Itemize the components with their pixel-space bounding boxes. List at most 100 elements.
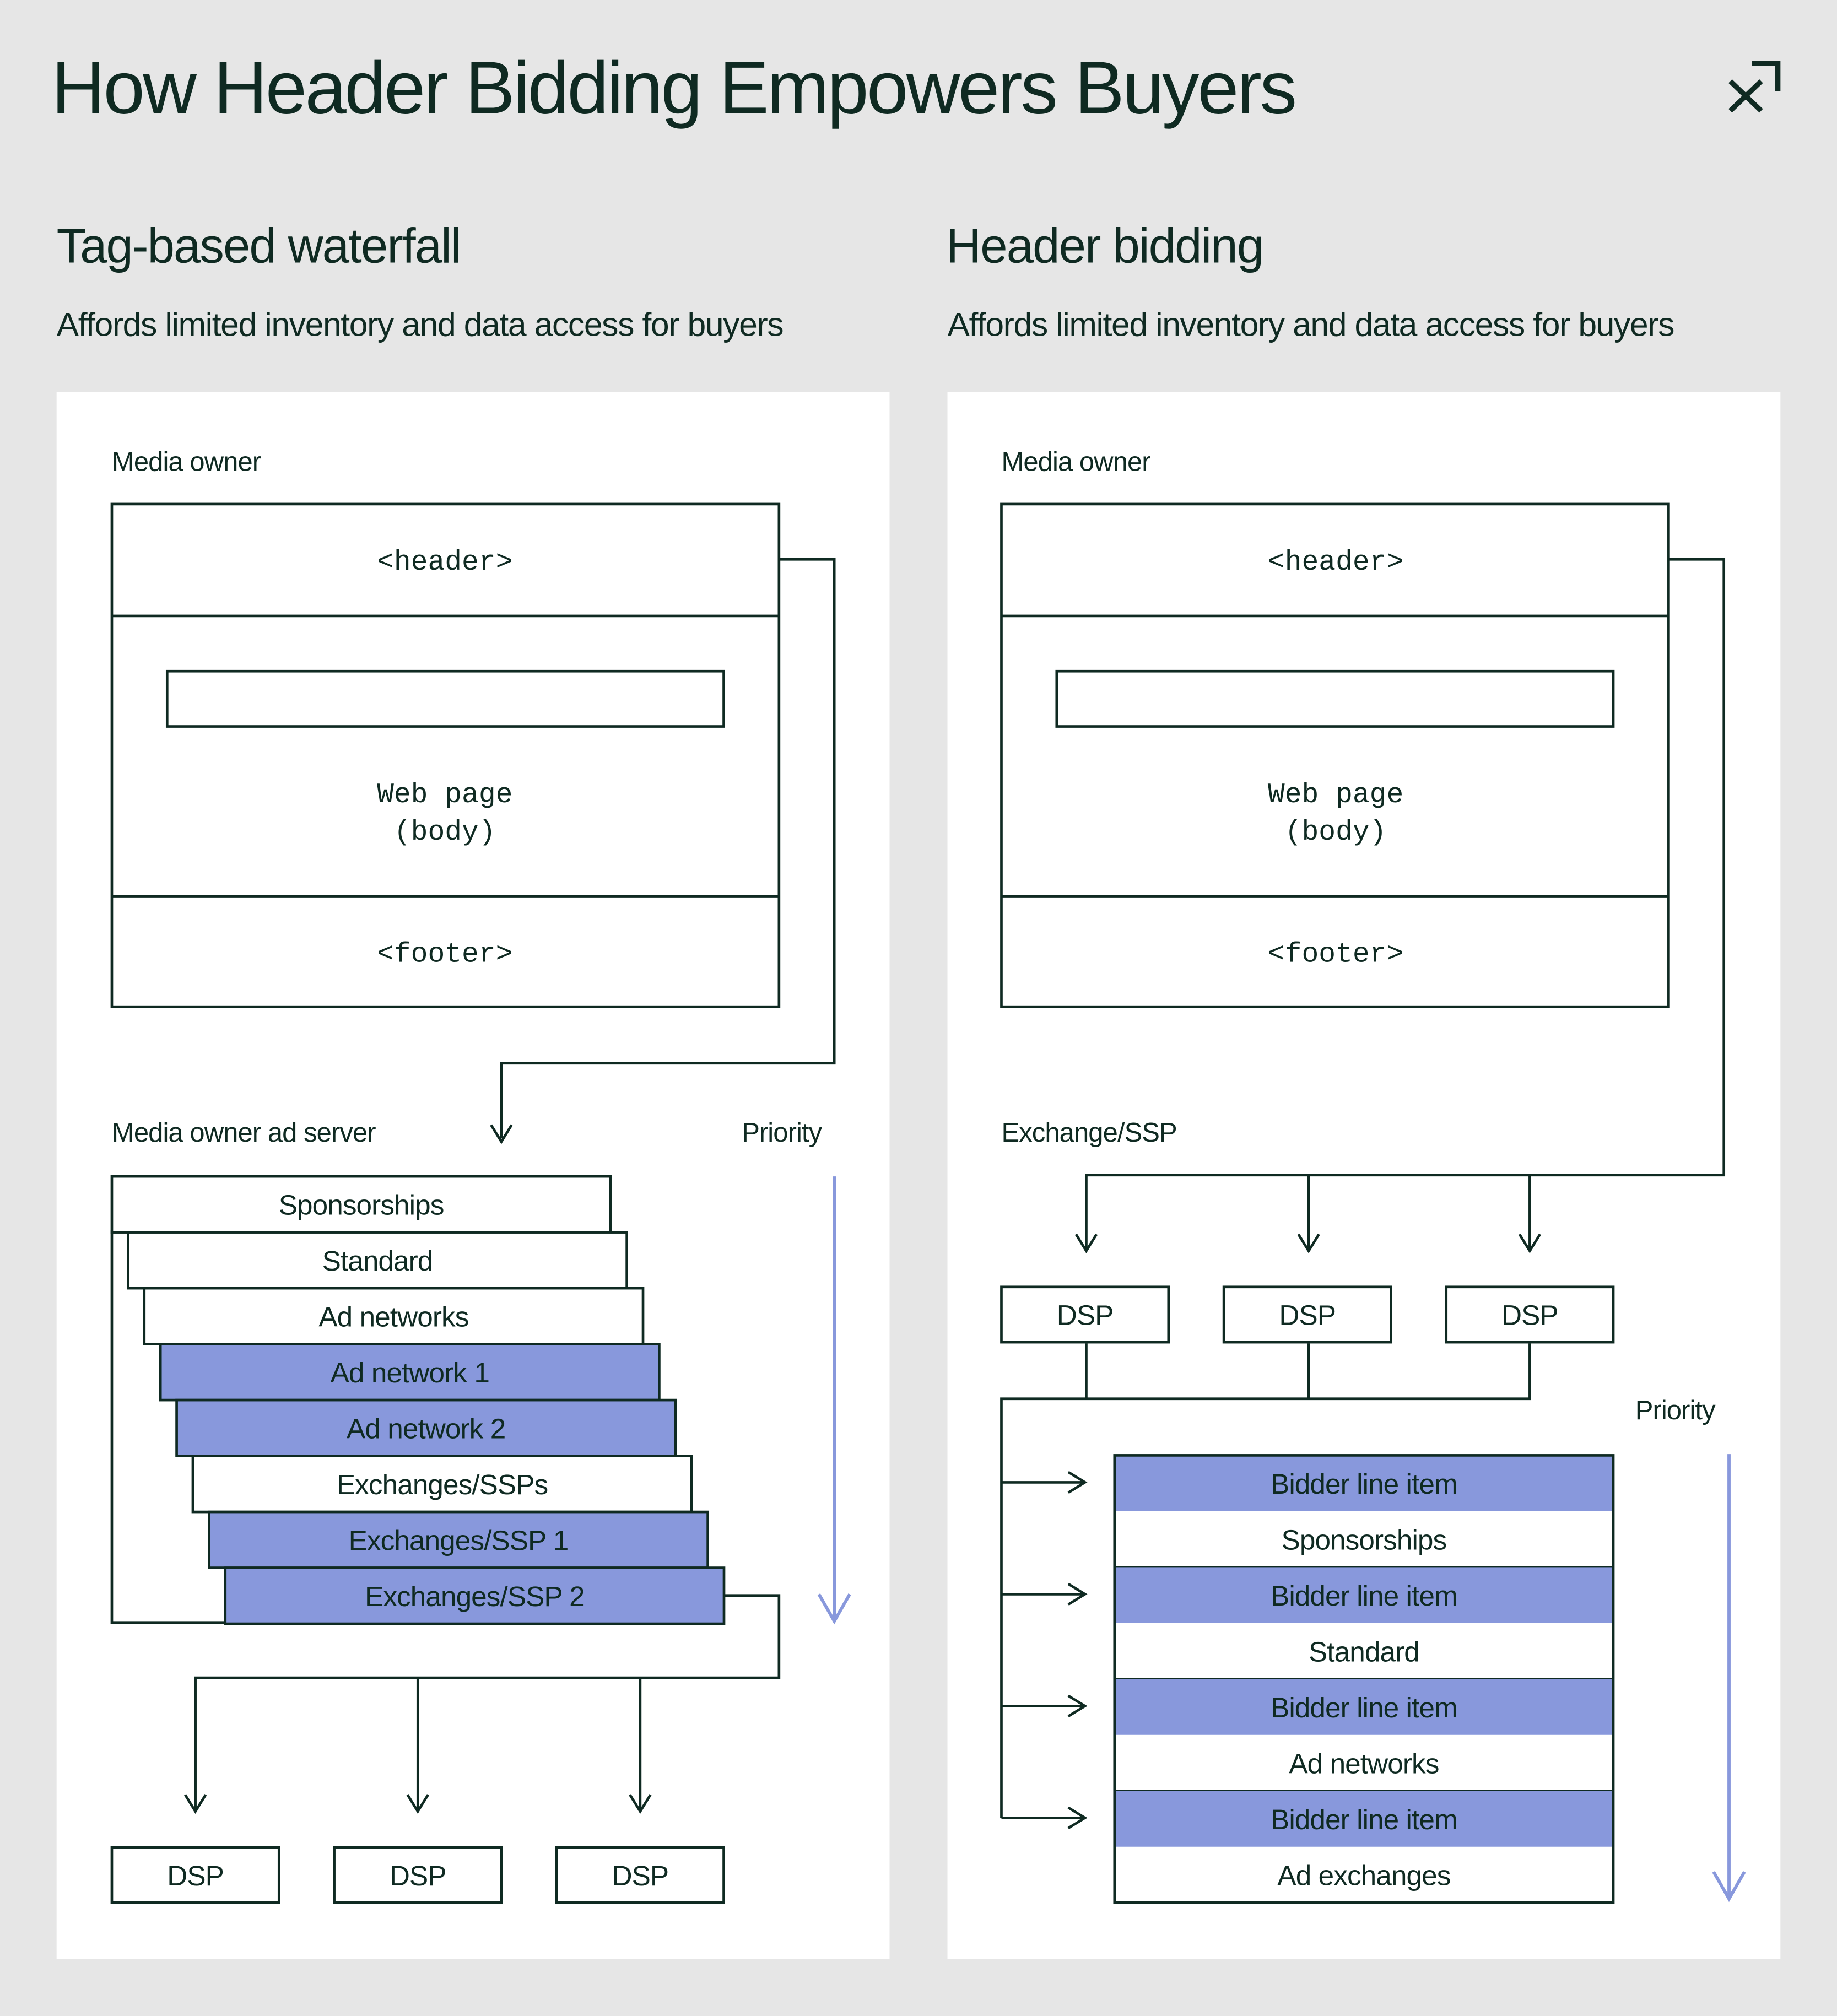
stack-row-1: Bidder line item <box>1114 1455 1614 1511</box>
stack-row-3: Bidder line item <box>1114 1567 1614 1623</box>
left-body-label-2: (body) <box>394 817 496 848</box>
waterfall-tier-5-label: Ad network 2 <box>347 1413 505 1445</box>
left-connector-dsp <box>194 1594 781 1810</box>
left-dsp-row: DSP DSP DSP <box>110 1846 725 1904</box>
left-body-label-1: Web page <box>377 779 512 811</box>
stack-row-6-label: Ad networks <box>1289 1748 1439 1779</box>
stack-row-2-label: Sponsorships <box>1282 1524 1447 1555</box>
page-title: How Header Bidding Empowers Buyers <box>51 46 1295 129</box>
left-priority-arrow <box>817 1176 851 1625</box>
stack-row-4: Standard <box>1114 1623 1614 1680</box>
right-dsp-1-box <box>1000 1285 1170 1344</box>
left-arrowhead-adserver <box>490 1124 513 1144</box>
left-dsp-3: DSP <box>555 1846 725 1904</box>
right-arrowhead-bid-4 <box>1067 1806 1088 1830</box>
left-heading: Tag-based waterfall <box>57 218 461 273</box>
right-dsp-3: DSP <box>1445 1285 1615 1344</box>
left-webpage-box <box>110 502 781 1008</box>
waterfall-tier-6-box <box>191 1455 693 1514</box>
left-dsp-3-box <box>555 1846 725 1904</box>
right-media-owner-label: Media owner <box>1001 447 1150 477</box>
right-arrowhead-bid-1 <box>1067 1471 1088 1494</box>
left-dsp-1: DSP <box>110 1846 280 1904</box>
left-dsp-1-box <box>110 1846 280 1904</box>
right-priority-label: Priority <box>1635 1396 1716 1425</box>
waterfall-tier-1: Sponsorships <box>110 1175 612 1234</box>
stack-row-5-label: Bidder line item <box>1271 1692 1457 1723</box>
stack-row-7-fill <box>1114 1791 1614 1847</box>
left-priority-label: Priority <box>742 1118 822 1148</box>
right-footer-label: <footer> <box>1268 939 1403 971</box>
stack-row-7-label: Bidder line item <box>1271 1804 1457 1835</box>
waterfall-tier-8-box <box>224 1566 726 1625</box>
left-dsp-1-label: DSP <box>167 1860 224 1891</box>
stack-row-4-fill <box>1114 1623 1614 1679</box>
left-subheading: Affords limited inventory and data acces… <box>57 305 784 343</box>
left-footer-label: <footer> <box>377 939 512 971</box>
waterfall-tier-3: Ad networks <box>143 1287 645 1345</box>
waterfall-tier-1-label: Sponsorships <box>279 1190 444 1221</box>
waterfall-tier-8-label: Exchanges/SSP 2 <box>365 1581 585 1612</box>
waterfall-tier-2-label: Standard <box>322 1245 433 1277</box>
waterfall-tier-3-label: Ad networks <box>318 1301 468 1333</box>
right-connector-header <box>1085 558 1726 1250</box>
left-dsp-2: DSP <box>333 1846 503 1904</box>
waterfall-tier-7-label: Exchanges/SSP 1 <box>349 1525 569 1556</box>
stack-row-8: Ad exchanges <box>1114 1846 1614 1903</box>
stack-row-8-label: Ad exchanges <box>1277 1860 1450 1891</box>
stack-row-4-label: Standard <box>1309 1636 1419 1667</box>
stack-row-5: Bidder line item <box>1114 1679 1614 1735</box>
left-dsp-2-box <box>333 1846 503 1904</box>
right-dsp-2-box <box>1222 1285 1392 1344</box>
stack-row-3-label: Bidder line item <box>1271 1580 1457 1612</box>
stack-row-3-fill <box>1114 1567 1614 1623</box>
right-arrowhead-dsp-3 <box>1518 1233 1542 1253</box>
right-dsp-1: DSP <box>1000 1285 1170 1344</box>
right-heading: Header bidding <box>946 218 1263 273</box>
left-connector-header <box>500 558 836 1138</box>
right-arrowhead-bid-3 <box>1067 1694 1088 1718</box>
right-exchange-label: Exchange/SSP <box>1001 1118 1176 1148</box>
stack-row-1-label: Bidder line item <box>1271 1468 1457 1500</box>
right-arrowhead-bid-2 <box>1067 1582 1088 1606</box>
stack-row-2-fill <box>1114 1511 1614 1568</box>
left-diagram <box>110 502 836 1814</box>
stack-row-6-fill <box>1114 1734 1614 1791</box>
right-body-label-2: (body) <box>1285 817 1387 848</box>
right-diagram <box>1000 502 1726 1830</box>
waterfall-tier-8: Exchanges/SSP 2 <box>224 1566 726 1625</box>
right-header-label: <header> <box>1268 547 1403 579</box>
stack-row-2: Sponsorships <box>1114 1511 1614 1569</box>
right-subheading: Affords limited inventory and data acces… <box>947 305 1674 343</box>
waterfall-tier-2: Standard <box>127 1231 628 1290</box>
waterfall-tier-4-box <box>159 1343 661 1402</box>
right-dsp-bus <box>1000 1343 1531 1818</box>
left-dsp-3-label: DSP <box>612 1860 669 1891</box>
stack-row-1-fill <box>1114 1455 1614 1511</box>
left-arrowhead-dsp-3 <box>629 1794 652 1814</box>
left-arrowhead-dsp-2 <box>406 1794 429 1814</box>
left-arrowhead-dsp-1 <box>183 1794 207 1814</box>
waterfall-tier-5: Ad network 2 <box>175 1398 677 1457</box>
right-dsp-1-label: DSP <box>1057 1300 1114 1331</box>
waterfall-tier-7-box <box>208 1510 709 1569</box>
right-arrowhead-dsp-2 <box>1297 1233 1320 1253</box>
waterfall-tier-6-label: Exchanges/SSPs <box>337 1469 548 1500</box>
left-media-owner-label: Media owner <box>112 447 261 477</box>
right-dsp-row: DSP DSP DSP <box>1000 1285 1615 1344</box>
left-dsp-2-label: DSP <box>390 1860 446 1891</box>
waterfall-tier-3-box <box>143 1287 645 1345</box>
stack-row-6: Ad networks <box>1114 1734 1614 1792</box>
right-dsp-2: DSP <box>1222 1285 1392 1344</box>
right-dsp-3-label: DSP <box>1501 1300 1558 1331</box>
stack-row-7: Bidder line item <box>1114 1791 1614 1847</box>
right-ad-slot <box>1055 669 1615 728</box>
left-ad-slot <box>165 669 725 728</box>
waterfall-tier-6: Exchanges/SSPs <box>191 1455 693 1514</box>
waterfall-tier-4-label: Ad network 1 <box>331 1357 489 1388</box>
left-ad-server-label: Media owner ad server <box>112 1118 376 1148</box>
right-body-label-1: Web page <box>1268 779 1403 811</box>
x-arrow-logo-icon <box>1728 61 1781 113</box>
